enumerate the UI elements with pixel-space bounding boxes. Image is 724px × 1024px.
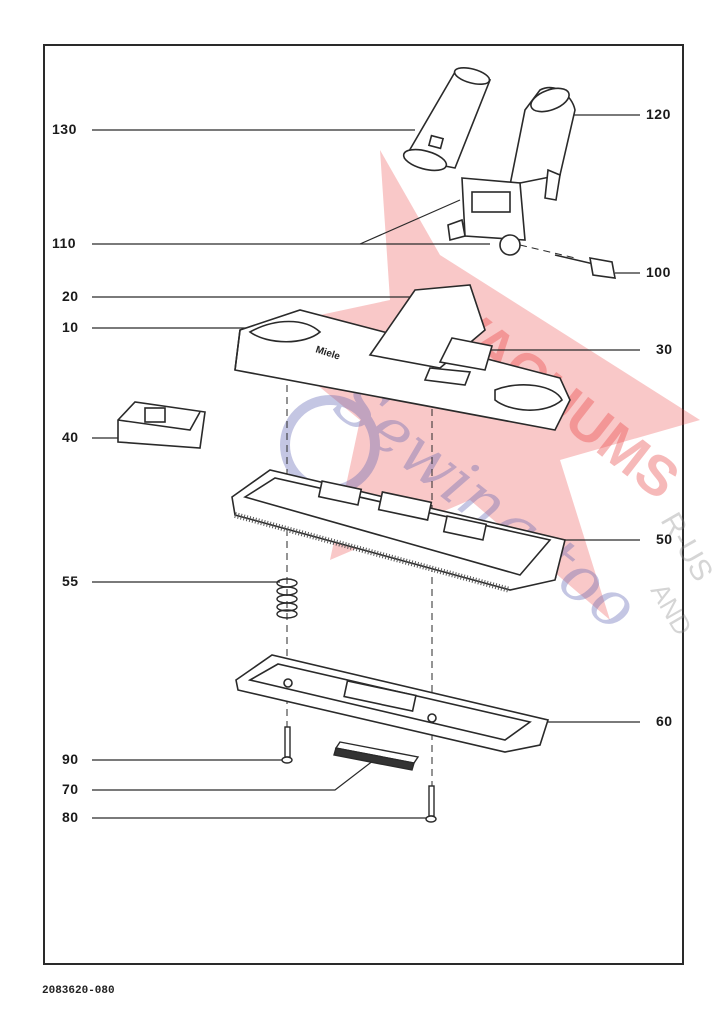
leader-110b: [359, 199, 461, 245]
callout-130: 130: [52, 121, 77, 137]
part-90-screw: [281, 726, 293, 764]
part-110-bracket: [447, 177, 526, 256]
callout-30: 30: [656, 341, 673, 357]
part-10-housing: Miele: [234, 309, 571, 431]
callout-90: 90: [62, 751, 79, 767]
callout-70: 70: [62, 781, 79, 797]
part-100-pin: [554, 254, 616, 279]
callout-40: 40: [62, 429, 79, 445]
callout-110: 110: [52, 235, 77, 251]
callout-60: 60: [656, 713, 673, 729]
part-60-baseplate: [235, 654, 550, 753]
part-40-clip: [117, 401, 206, 449]
part-50-soleplate: [231, 469, 566, 593]
part-80-screw: [425, 785, 437, 823]
callout-120: 120: [646, 106, 671, 122]
callout-10: 10: [62, 319, 79, 335]
watermark-r-us: R-US: [654, 507, 719, 587]
watermark-and: AND: [645, 578, 698, 641]
callout-100: 100: [646, 264, 671, 280]
callout-80: 80: [62, 809, 79, 825]
part-55-spring: [276, 578, 298, 619]
part-120-elbow: [508, 86, 576, 201]
document-number: 2083620-080: [42, 985, 115, 997]
part-30-release-button: [423, 337, 494, 386]
leader-70: [92, 756, 379, 791]
part-70-strip: [333, 741, 420, 771]
part-130-tube: [402, 66, 492, 172]
leader-lines: [92, 114, 640, 819]
callout-55: 55: [62, 573, 79, 589]
callout-20: 20: [62, 288, 79, 304]
callout-50: 50: [656, 531, 673, 547]
diagram-frame: [43, 44, 684, 965]
